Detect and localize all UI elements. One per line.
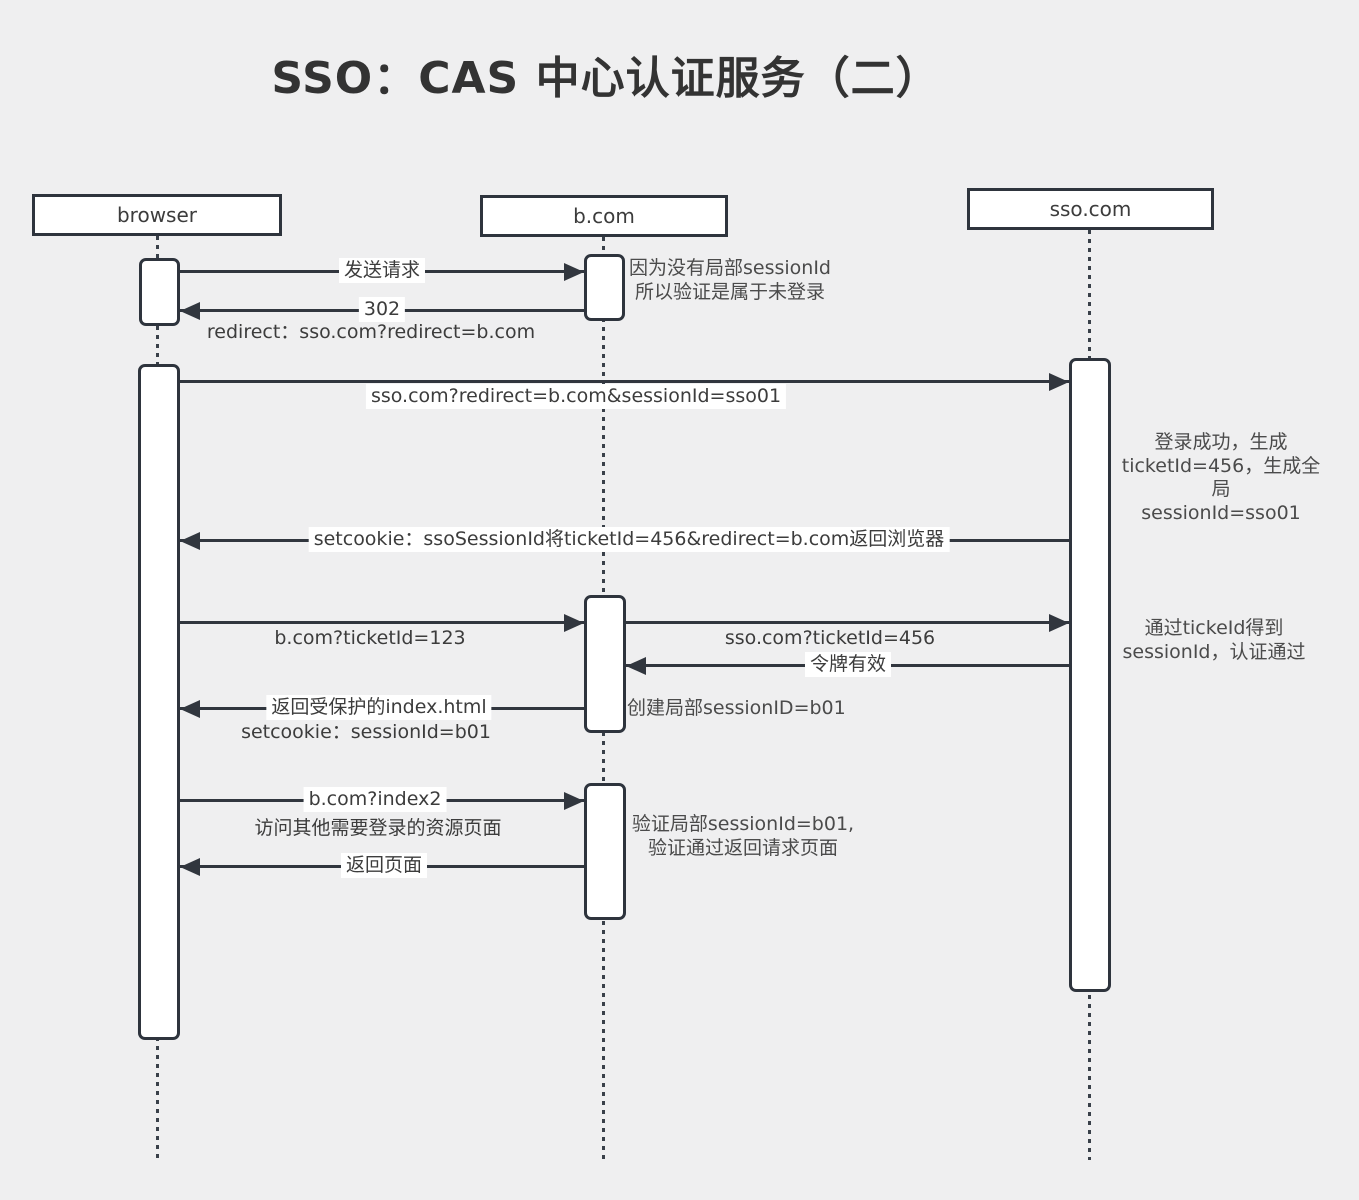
actor-box-browser: browser <box>32 194 282 236</box>
activation-browser-2 <box>138 364 180 1040</box>
note-no-local-session: 因为没有局部sessionId 所以验证是属于未登录 <box>629 257 831 303</box>
message-arrow-sso-ticket <box>626 621 1069 624</box>
message-label-index2: b.com?index2 <box>303 787 447 812</box>
message-label-return-page: 返回页面 <box>340 853 428 878</box>
activation-bcom-3 <box>584 783 626 920</box>
message-label-bcom-ticket: b.com?ticketId=123 <box>274 627 466 649</box>
note-auth-pass: 通过tickeId得到 sessionId，认证通过 <box>1122 617 1306 663</box>
activation-browser-1 <box>139 258 180 326</box>
message-label-sso-redirect: sso.com?redirect=b.com&sessionId=sso01 <box>365 384 787 409</box>
message-label-setcookie-sso: setcookie：ssoSessionId将ticketId=456&redi… <box>308 527 950 552</box>
note-create-local-session: 创建局部sessionID=b01 <box>627 697 846 719</box>
message-label-sso-ticket: sso.com?ticketId=456 <box>724 627 936 649</box>
actor-label-ssocom: sso.com <box>1049 197 1132 221</box>
diagram-title: SSO：CAS 中心认证服务（二） <box>271 53 941 104</box>
actor-label-bcom: b.com <box>573 204 635 228</box>
activation-bcom-2 <box>584 595 626 733</box>
message-label-token-valid: 令牌有效 <box>804 652 892 677</box>
message-label-return-index: 返回受保护的index.html <box>266 695 492 720</box>
message-label-302: 302 <box>358 297 406 322</box>
message-label-send-request: 发送请求 <box>338 258 426 283</box>
activation-ssocom-1 <box>1069 358 1111 992</box>
actor-box-bcom: b.com <box>480 195 728 237</box>
message-sublabel-setcookie-b01: setcookie：sessionId=b01 <box>241 721 491 743</box>
message-sublabel-visit-resource: 访问其他需要登录的资源页面 <box>254 817 502 839</box>
note-verify-local-session: 验证局部sessionId=b01, 验证通过返回请求页面 <box>631 813 855 859</box>
message-arrow-sso-redirect <box>180 380 1069 383</box>
message-sublabel-302-redirect: redirect：sso.com?redirect=b.com <box>206 321 536 343</box>
actor-label-browser: browser <box>116 203 198 227</box>
actor-box-ssocom: sso.com <box>967 188 1214 230</box>
message-arrow-bcom-ticket <box>180 621 584 624</box>
activation-bcom-1 <box>584 254 625 321</box>
note-login-success: 登录成功，生成 ticketId=456，生成全局 sessionId=sso0… <box>1121 431 1321 524</box>
